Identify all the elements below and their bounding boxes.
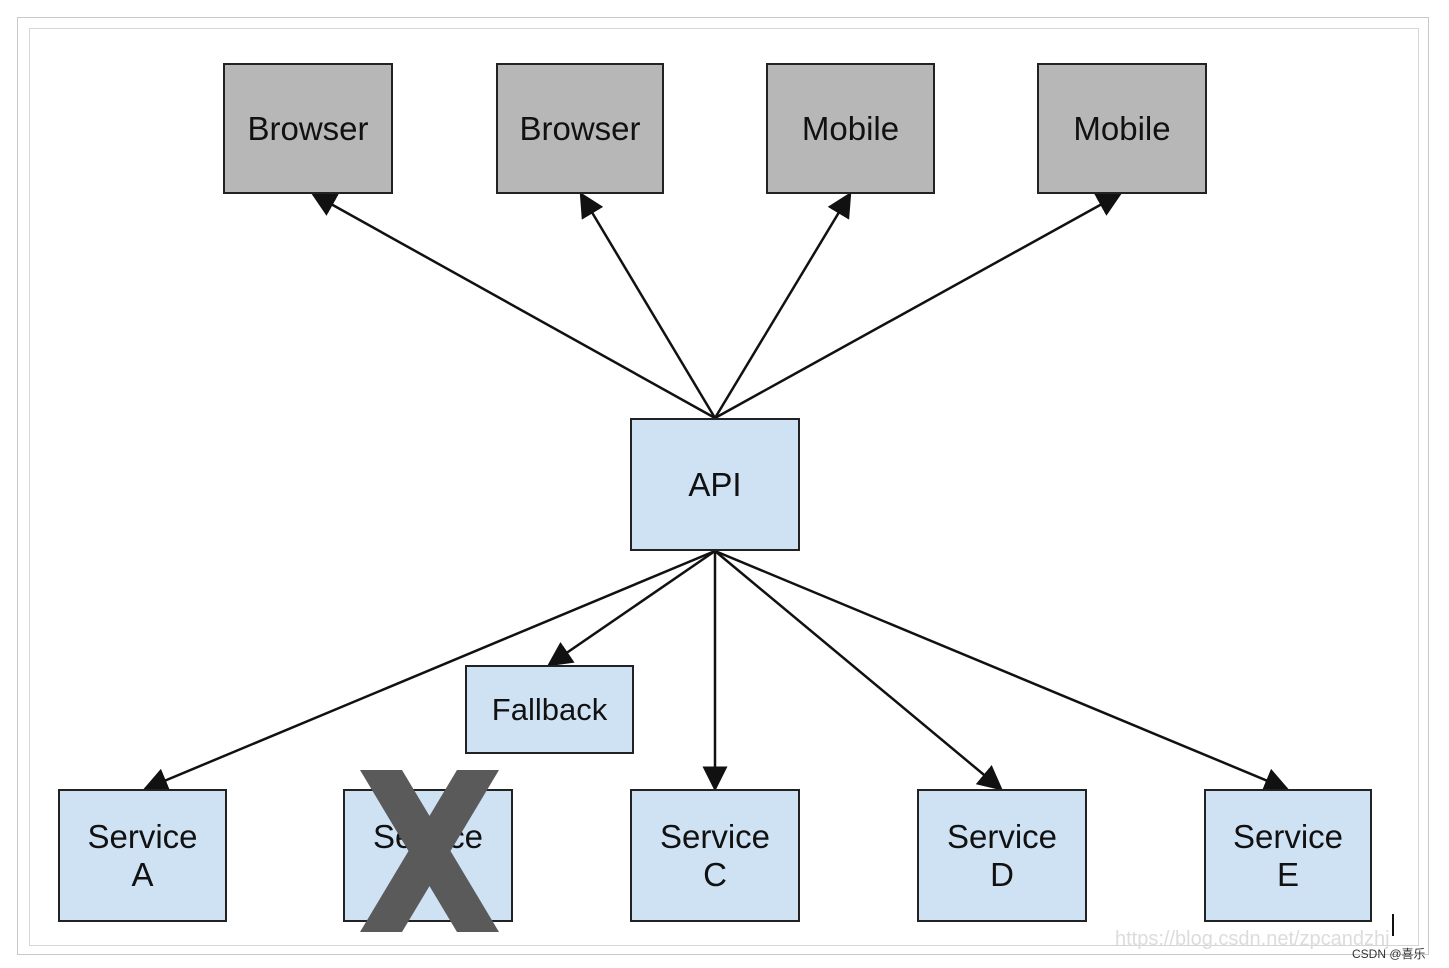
service-name: Service [946, 817, 1058, 855]
service-d-node: Service D [917, 789, 1087, 922]
edge-api-fallback [546, 549, 716, 667]
node-label: API [688, 465, 742, 503]
service-name: Service [1232, 817, 1344, 855]
edge-api-mobile-2 [714, 192, 1123, 420]
node-label: Mobile [1073, 109, 1171, 147]
outer-frame [17, 17, 1429, 955]
edge-api-mobile-1 [713, 191, 852, 419]
service-a-node: Service A [58, 789, 227, 922]
browser-client-node: Browser [223, 63, 393, 194]
node-label: Mobile [801, 109, 900, 147]
edge-api-service-e [714, 549, 1290, 792]
service-name: Service [87, 817, 198, 855]
node-label: Browser [247, 109, 369, 147]
node-label: Browser [519, 109, 641, 147]
failure-cross-icon [360, 770, 499, 932]
edge-api-browser-2 [579, 191, 717, 419]
inner-frame [29, 28, 1419, 946]
edge-api-service-a [142, 549, 716, 792]
service-letter: C [703, 855, 727, 893]
edge-api-browser-1 [310, 192, 716, 420]
credit-label: CSDN @喜乐 [1352, 947, 1426, 961]
text-cursor [1392, 914, 1394, 936]
node-label: Fallback [491, 691, 608, 727]
edge-api-service-d [714, 550, 1003, 791]
service-letter: E [1276, 855, 1299, 893]
watermark: https://blog.csdn.net/zpcandzhj [1115, 928, 1390, 950]
fallback-node: Fallback [465, 665, 634, 754]
mobile-client-node: Mobile [1037, 63, 1207, 194]
service-c-node: Service C [630, 789, 800, 922]
mobile-client-node: Mobile [766, 63, 935, 194]
service-name: Service [659, 817, 771, 855]
service-letter: D [990, 855, 1014, 893]
service-letter: A [131, 855, 154, 893]
api-node: API [630, 418, 800, 551]
browser-client-node: Browser [496, 63, 664, 194]
service-e-node: Service E [1204, 789, 1372, 922]
